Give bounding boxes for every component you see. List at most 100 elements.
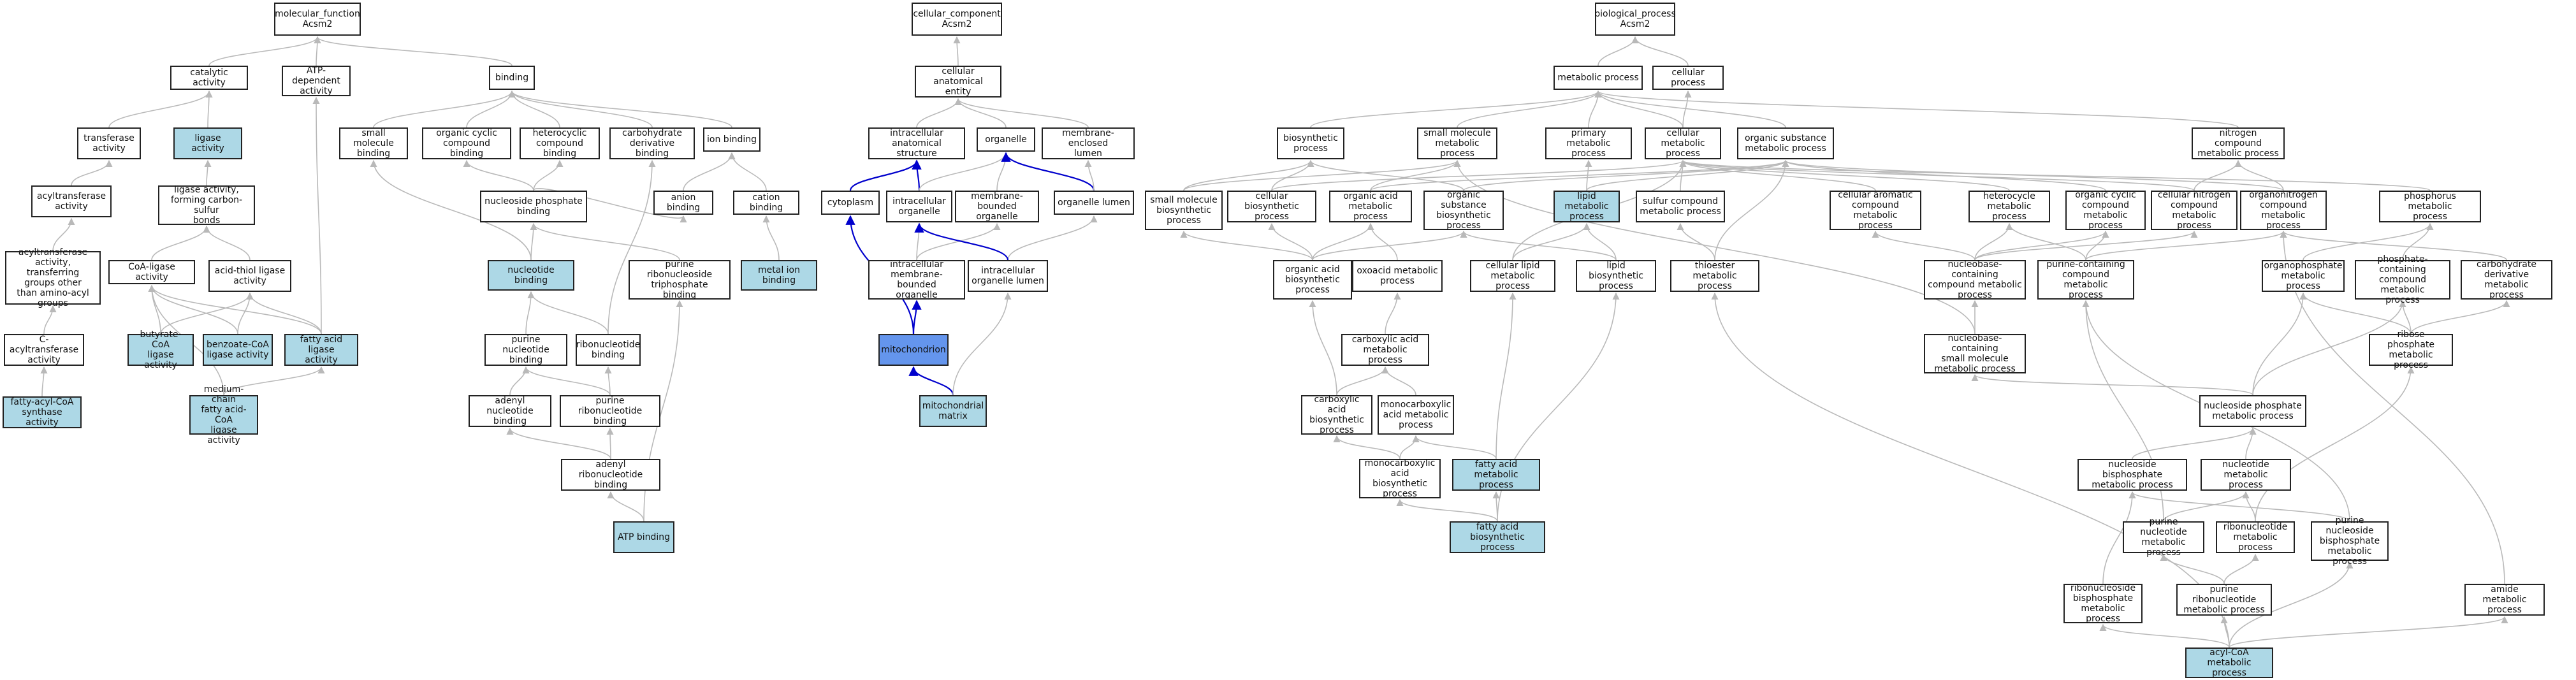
go-term-node-membbound[interactable]: membrane-bounded organelle bbox=[955, 191, 1039, 222]
go-term-node-ligase[interactable]: ligase activity bbox=[173, 127, 242, 159]
go-term-node-biosyn[interactable]: biosynthetic process bbox=[1277, 127, 1344, 159]
go-term-node-carbbind[interactable]: carbohydrate derivative binding bbox=[609, 127, 695, 159]
go-term-node-hetbind[interactable]: heterocyclic compound binding bbox=[520, 127, 600, 159]
go-term-node-nucphosmet[interactable]: nucleoside phosphate metabolic process bbox=[2199, 395, 2306, 427]
go-term-node-nbsmmet[interactable]: nucleobase-containing small molecule met… bbox=[1924, 333, 2026, 374]
go-term-node-purribmet[interactable]: purine ribonucleotide metabolic process bbox=[2176, 584, 2272, 616]
go-term-node-hetcycmet[interactable]: heterocycle metabolic process bbox=[1968, 191, 2050, 222]
go-term-node-primmet[interactable]: primary metabolic process bbox=[1545, 127, 1632, 159]
go-term-node-orgacidbiosyn[interactable]: organic acid biosynthetic process bbox=[1273, 260, 1352, 300]
go-term-node-ribonucbis[interactable]: ribonucleoside bisphosphate metabolic pr… bbox=[2063, 583, 2143, 624]
go-term-node-ionbind[interactable]: ion binding bbox=[703, 127, 760, 152]
go-term-node-atpbind[interactable]: ATP binding bbox=[613, 521, 674, 553]
go-term-node-anionbind[interactable]: anion binding bbox=[653, 191, 713, 215]
go-term-node-cellproc[interactable]: cellular process bbox=[1652, 66, 1724, 90]
go-term-node-cellbiosyn[interactable]: cellular biosynthetic process bbox=[1227, 191, 1316, 222]
go-term-node-metalion[interactable]: metal ion binding bbox=[741, 260, 817, 291]
go-term-node-atpdep[interactable]: ATP-dependent activity bbox=[282, 66, 351, 96]
edge-atpbind-to-aderibbind bbox=[607, 491, 644, 522]
go-term-node-intmembbound[interactable]: intracellular membrane-bounded organelle bbox=[868, 259, 965, 300]
go-term-node-falig[interactable]: fatty acid ligase activity bbox=[284, 334, 358, 366]
go-term-node-cc[interactable]: cellular_component Acsm2 bbox=[912, 3, 1002, 36]
go-term-node-acidthiol[interactable]: acid-thiol ligase activity bbox=[208, 260, 291, 292]
go-term-node-binding[interactable]: binding bbox=[489, 66, 535, 90]
go-term-node-fabiosyn[interactable]: fatty acid biosynthetic process bbox=[1450, 521, 1545, 553]
go-term-node-cellnitmet[interactable]: cellular nitrogen compound metabolic pro… bbox=[2151, 190, 2238, 231]
go-term-node-mito[interactable]: mitochondrion bbox=[878, 334, 949, 366]
go-term-node-purnucbind[interactable]: purine nucleotide binding bbox=[484, 334, 567, 366]
go-term-node-sulfmet[interactable]: sulfur compound metabolic process bbox=[1636, 191, 1725, 222]
go-term-node-purntp[interactable]: purine ribonucleoside triphosphate bindi… bbox=[629, 259, 731, 300]
go-term-node-amidemet[interactable]: amide metabolic process bbox=[2464, 584, 2545, 616]
go-term-node-nbcompmet[interactable]: nucleobase-containing compound metabolic… bbox=[1924, 259, 2026, 300]
edge-orgphos-to-phosphmet bbox=[2303, 222, 2434, 261]
go-term-node-phosphmet[interactable]: phosphorus metabolic process bbox=[2379, 191, 2481, 222]
go-term-node-smbind[interactable]: small molecule binding bbox=[339, 127, 408, 159]
go-term-node-ribonucmet[interactable]: ribonucleotide metabolic process bbox=[2216, 521, 2295, 553]
go-term-node-phoscont[interactable]: phosphate-containing compound metabolic … bbox=[2355, 254, 2450, 305]
go-term-node-orglumen[interactable]: organelle lumen bbox=[1054, 191, 1134, 215]
go-term-node-cae[interactable]: cellular anatomical entity bbox=[915, 66, 1001, 98]
go-term-node-cationbind[interactable]: cation binding bbox=[733, 191, 799, 215]
go-term-node-nucphosbind[interactable]: nucleoside phosphate binding bbox=[480, 191, 587, 222]
go-term-node-catalytic[interactable]: catalytic activity bbox=[170, 66, 248, 90]
go-term-node-purribbind[interactable]: purine ribonucleotide binding bbox=[560, 395, 660, 427]
go-term-node-cellmet[interactable]: cellular metabolic process bbox=[1645, 127, 1721, 159]
go-term-node-bp[interactable]: biological_process Acsm2 bbox=[1594, 3, 1676, 36]
go-term-node-acyltrans[interactable]: acyltransferase activity bbox=[31, 185, 112, 217]
go-term-node-orgcycbind[interactable]: organic cyclic compound binding bbox=[422, 127, 511, 159]
go-term-node-nucbisphos[interactable]: nucleoside bisphosphate metabolic proces… bbox=[2078, 459, 2187, 491]
go-term-node-nitromet[interactable]: nitrogen compound metabolic process bbox=[2192, 127, 2285, 159]
go-term-node-cytoplasm[interactable]: cytoplasm bbox=[821, 191, 880, 215]
go-term-node-mitomatrix[interactable]: mitochondrial matrix bbox=[919, 395, 987, 427]
go-term-node-orgcycmet[interactable]: organic cyclic compound metabolic proces… bbox=[2065, 190, 2146, 231]
go-term-node-monocarbmet[interactable]: monocarboxylic acid metabolic process bbox=[1378, 395, 1454, 435]
go-term-node-nucleotidemet[interactable]: nucleotide metabolic process bbox=[2201, 459, 2291, 491]
edge-purribbind-to-purnucbind bbox=[522, 366, 611, 396]
go-term-node-purcont[interactable]: purine-containing compound metabolic pro… bbox=[2037, 259, 2134, 300]
edge-ligase-to-catalytic bbox=[205, 90, 213, 128]
go-term-node-ribphos[interactable]: ribose phosphate metabolic process bbox=[2369, 329, 2453, 370]
go-term-node-orgsubmet[interactable]: organic substance metabolic process bbox=[1737, 127, 1834, 159]
go-term-node-orgacidmet[interactable]: organic acid metabolic process bbox=[1329, 191, 1412, 222]
go-term-node-ribonucbind[interactable]: ribonucleotide binding bbox=[576, 334, 641, 366]
go-term-node-organonitmet[interactable]: organonitrogen compound metabolic proces… bbox=[2240, 190, 2327, 231]
go-term-node-membencl[interactable]: membrane-enclosed lumen bbox=[1042, 127, 1135, 159]
go-term-node-metproc[interactable]: metabolic process bbox=[1554, 66, 1643, 90]
go-term-node-organelle[interactable]: organelle bbox=[977, 127, 1035, 152]
go-term-node-lipidmet[interactable]: lipid metabolic process bbox=[1554, 191, 1620, 222]
go-term-node-carbderiv[interactable]: carbohydrate derivative metabolic proces… bbox=[2461, 259, 2552, 300]
go-term-node-transferase[interactable]: transferase activity bbox=[77, 127, 141, 159]
go-term-node-butcoa[interactable]: butyrate-CoA ligase activity bbox=[127, 329, 194, 370]
go-term-node-smbiosyn[interactable]: small molecule biosynthetic process bbox=[1145, 191, 1223, 230]
go-term-node-cellaromet[interactable]: cellular aromatic compound metabolic pro… bbox=[1830, 190, 1921, 231]
go-term-node-celllipid[interactable]: cellular lipid metabolic process bbox=[1470, 260, 1555, 292]
go-term-node-monocarbbiosyn[interactable]: monocarboxylic acid biosynthetic process bbox=[1359, 458, 1441, 499]
go-term-node-carboxbiosyn[interactable]: carboxylic acid biosynthetic process bbox=[1301, 394, 1372, 435]
go-term-node-intorglumen[interactable]: intracellular organelle lumen bbox=[968, 260, 1048, 292]
go-term-node-orgphos[interactable]: organophosphate metabolic process bbox=[2262, 260, 2345, 292]
go-term-node-oxoacid[interactable]: oxoacid metabolic process bbox=[1352, 260, 1443, 292]
go-term-node-coalig[interactable]: CoA-ligase activity bbox=[108, 260, 195, 284]
go-term-node-purnucmet[interactable]: purine nucleotide metabolic process bbox=[2123, 517, 2204, 558]
go-term-node-nucbind[interactable]: nucleotide binding bbox=[488, 260, 574, 291]
go-term-node-mcfacoa[interactable]: medium-chain fatty acid-CoA ligase activ… bbox=[189, 384, 258, 445]
go-term-node-smmet[interactable]: small molecule metabolic process bbox=[1417, 127, 1497, 159]
go-term-node-acylcoa[interactable]: acyl-CoA metabolic process bbox=[2185, 647, 2273, 678]
go-term-node-thioester[interactable]: thioester metabolic process bbox=[1670, 260, 1759, 292]
go-term-node-orgsubbiosyn[interactable]: organic substance biosynthetic process bbox=[1423, 190, 1504, 231]
go-term-node-famet[interactable]: fatty acid metabolic process bbox=[1452, 459, 1540, 491]
go-term-node-adenucbind[interactable]: adenyl nucleotide binding bbox=[469, 395, 551, 427]
go-term-node-mf[interactable]: molecular_function Acsm2 bbox=[274, 3, 361, 36]
go-term-node-purnucbis[interactable]: purine nucleoside bisphosphate metabolic… bbox=[2311, 516, 2389, 567]
go-term-node-acyltransother[interactable]: acyltransferase activity, transferring g… bbox=[5, 247, 101, 308]
go-term-node-carboxmet[interactable]: carboxylic acid metabolic process bbox=[1341, 334, 1429, 366]
go-term-node-ligcs[interactable]: ligase activity, forming carbon-sulfur b… bbox=[158, 185, 255, 226]
go-term-node-intraorg[interactable]: intracellular organelle bbox=[886, 191, 952, 222]
go-term-node-bzcoa[interactable]: benzoate-CoA ligase activity bbox=[203, 334, 273, 366]
go-term-node-cacyl[interactable]: C-acyltransferase activity bbox=[4, 334, 84, 366]
go-term-node-fattyacylcoa[interactable]: fatty-acyl-CoA synthase activity bbox=[3, 396, 82, 428]
go-term-node-intracell[interactable]: intracellular anatomical structure bbox=[868, 127, 965, 159]
go-term-node-lipidbiosyn[interactable]: lipid biosynthetic process bbox=[1576, 260, 1656, 292]
go-term-node-aderibbind[interactable]: adenyl ribonucleotide binding bbox=[561, 459, 660, 491]
